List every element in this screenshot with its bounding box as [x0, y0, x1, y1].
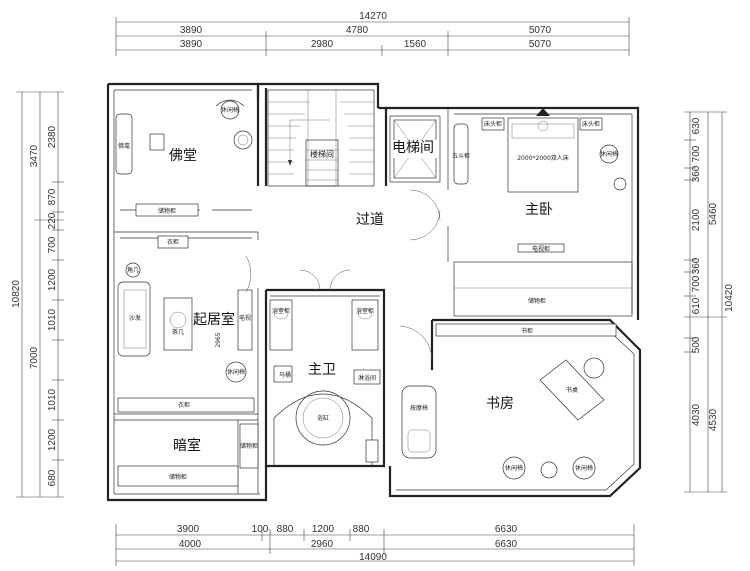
left-col3-dim: 680 [47, 469, 58, 486]
bed-label: 2000*2000双人床 [517, 154, 569, 162]
tv-label: 电视 [239, 314, 251, 322]
left-col2-dim: 3470 [29, 144, 40, 167]
bedroom-tv-cabinet-label: 电视柜 [532, 245, 550, 253]
living-dim-2965: 2965 [215, 332, 222, 347]
top-row2-dim: 4780 [346, 25, 369, 36]
stairwell-label: 楼梯间 [310, 149, 334, 159]
bottom-row1-dim: 880 [277, 524, 294, 535]
buddha-hall-label: 佛堂 [169, 148, 197, 164]
top-row3-dim: 1560 [404, 39, 427, 50]
darkroom-storage-side-label: 储物柜 [240, 442, 258, 450]
master-bedroom-label: 主卧 [525, 202, 553, 218]
bedroom-lounge-chair-label: 休闲椅 [600, 150, 618, 158]
right-col3-dim: 500 [691, 336, 702, 353]
study: 书柜 按摩椅 书桌 休闲椅 休闲椅 书房 [399, 323, 617, 480]
bottom-row1-dim: 880 [353, 524, 370, 535]
study-lounge-chair-right-label: 休闲椅 [575, 464, 593, 472]
left-col2-dim: 7000 [29, 346, 40, 369]
chest-of-drawers-label: 五斗柜 [452, 152, 470, 160]
bath-cabinet-left-label: 浴室柜 [272, 307, 290, 315]
right-col3-dim: 360 [691, 165, 702, 182]
top-total-dim: 14270 [359, 11, 387, 22]
buddha-storage-label: 储物柜 [158, 207, 176, 215]
right-total-dim: 10420 [724, 284, 735, 312]
wardrobe-label: 衣柜 [178, 401, 190, 409]
top-row2-dim: 3890 [180, 25, 203, 36]
left-col3-dim: 1200 [47, 428, 58, 451]
living-room-label: 起居室 [193, 311, 235, 328]
living-lounge-chair-label: 休闲椅 [227, 368, 245, 376]
right-dimensions: 630 700 360 2100 360 700 610 500 4030 54… [684, 111, 735, 493]
living-clothes-cabinet-label: 衣柜 [167, 238, 179, 246]
sofa-label: 沙发 [129, 314, 141, 322]
right-col2-dim: 4530 [708, 408, 719, 431]
left-col3-dim: 2380 [47, 125, 58, 148]
buddha-lounge-chair-label: 休闲椅 [221, 106, 239, 114]
nightstand-right-label: 床头柜 [582, 120, 600, 128]
top-row2-dim: 5070 [529, 25, 552, 36]
bath-cabinet-right-label: 浴室柜 [356, 307, 374, 315]
bottom-row2-dim: 2960 [311, 539, 334, 550]
right-col3-dim: 630 [691, 117, 702, 134]
bottom-row2-dim: 6630 [495, 539, 518, 550]
left-total-dim: 10820 [11, 280, 22, 308]
top-row3-dim: 3890 [180, 39, 203, 50]
left-col3-dim: 700 [47, 236, 58, 253]
shower-label: 淋浴间 [358, 374, 376, 382]
study-label: 书房 [486, 396, 514, 412]
right-col3-dim: 4030 [691, 403, 702, 426]
desk-label: 书桌 [566, 386, 578, 394]
master-bath-label: 主卫 [308, 362, 336, 378]
bottom-row1-dim: 3900 [177, 524, 200, 535]
bathtub-label: 浴缸 [317, 414, 329, 422]
right-col3-dim: 610 [691, 297, 702, 314]
top-dimensions: 14270 3890 4780 5070 3890 2980 1560 5070 [115, 11, 630, 56]
left-dimensions: 10820 3470 7000 2380 870 220 700 1200 10… [11, 91, 64, 498]
study-lounge-chair-left-label: 休闲椅 [505, 464, 523, 472]
corridor: 过道 [299, 189, 441, 291]
nightstand-left-label: 床头柜 [484, 120, 502, 128]
elevator: 电梯间 [389, 115, 441, 183]
buddha-hall: 佛龛 休闲椅 储物柜 佛堂 [115, 99, 253, 217]
bottom-row1-dim: 100 [252, 524, 269, 535]
living-room: 衣柜 沙发 角几 茶几 电视 2965 休闲椅 衣柜 起居室 [117, 235, 255, 413]
darkroom-storage-label: 储物柜 [169, 473, 187, 481]
staircase: 楼梯间 [267, 89, 375, 187]
master-bedroom: 2000*2000双人床 床头柜 床头柜 五斗柜 休闲椅 电视柜 储物柜 主卧 [452, 108, 627, 305]
bottom-dimensions: 3900 100 880 1200 880 6630 4000 2960 663… [115, 524, 635, 566]
bedroom-storage-label: 储物柜 [528, 297, 546, 305]
right-col3-dim: 360 [691, 257, 702, 274]
master-bath: 浴室柜 浴室柜 马桶 淋浴间 浴缸 主卫 [269, 299, 381, 466]
walls [106, 82, 642, 502]
corridor-label: 过道 [356, 212, 384, 228]
coffee-table-label: 茶几 [172, 328, 184, 336]
top-row3-dim: 5070 [529, 39, 552, 50]
massage-chair-label: 按摩椅 [410, 404, 428, 412]
bottom-row1-dim: 1200 [312, 524, 335, 535]
bottom-total-dim: 14090 [359, 552, 387, 563]
left-col3-dim: 1010 [47, 308, 58, 331]
right-col2-dim: 5460 [708, 202, 719, 225]
bottom-row1-dim: 6630 [495, 524, 518, 535]
corner-table-label: 角几 [127, 266, 139, 274]
left-col3-dim: 220 [47, 212, 58, 229]
elevator-room-label: 电梯间 [392, 140, 434, 156]
buddha-cabinet-label: 佛龛 [118, 142, 130, 150]
bottom-row2-dim: 4000 [179, 539, 202, 550]
darkroom-label: 暗室 [173, 437, 201, 454]
toilet-label: 马桶 [279, 371, 291, 379]
right-col3-dim: 700 [691, 275, 702, 292]
darkroom: 储物柜 储物柜 暗室 [117, 423, 259, 487]
bookcase-label: 书柜 [521, 327, 533, 335]
top-row3-dim: 2980 [311, 39, 334, 50]
right-col3-dim: 700 [691, 145, 702, 162]
left-col3-dim: 1200 [47, 268, 58, 291]
right-col3-dim: 2100 [691, 208, 702, 231]
left-col3-dim: 870 [47, 188, 58, 205]
left-col3-dim: 1010 [47, 388, 58, 411]
